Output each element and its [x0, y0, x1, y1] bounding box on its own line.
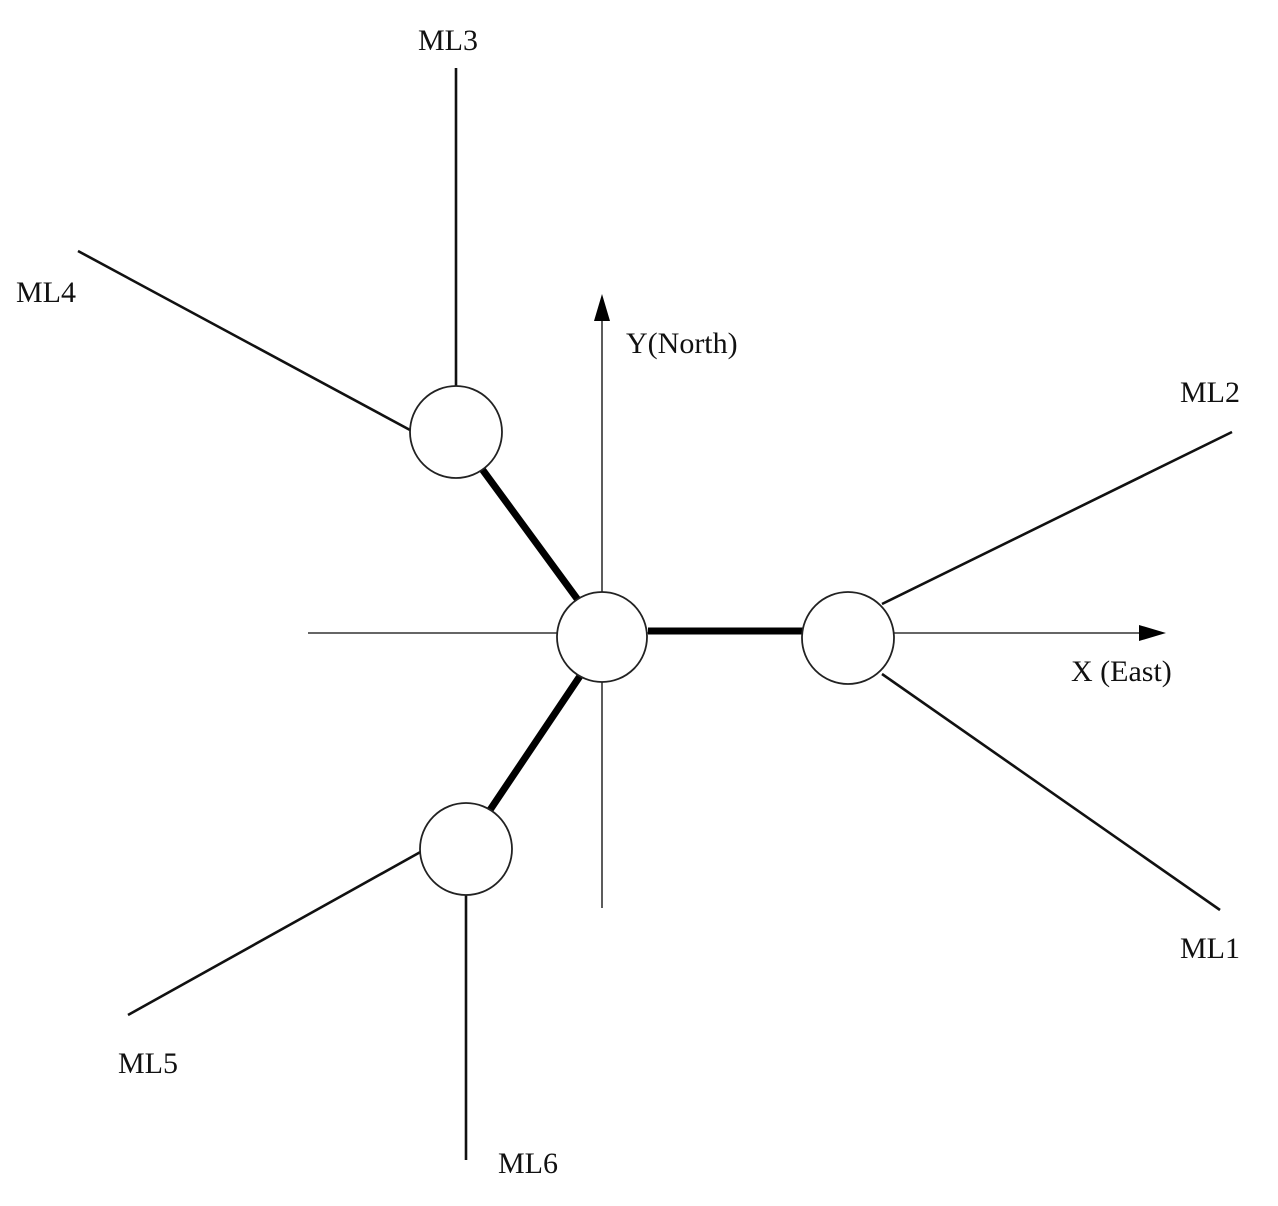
label-ml5: ML5: [118, 1047, 178, 1080]
label-ml4: ML4: [16, 276, 76, 309]
center-node: [556, 591, 648, 683]
southwest-node: [419, 802, 513, 896]
label-ml6: ML6: [498, 1147, 558, 1180]
mooring-lines: [77, 68, 1233, 1160]
east-node: [801, 591, 895, 685]
labels: X (East) Y(North) ML1 ML2 ML3 ML4 ML5 ML…: [16, 24, 1240, 1180]
hawser-center-southwest: [487, 674, 583, 812]
hawsers: [479, 466, 804, 812]
nodes: [409, 385, 895, 896]
x-axis-arrow: [1139, 625, 1166, 641]
label-ml2: ML2: [1180, 376, 1240, 409]
label-ml1: ML1: [1180, 932, 1240, 965]
northwest-node: [409, 385, 503, 479]
mooring-line-ml5: [127, 848, 425, 1017]
mooring-line-ml2: [881, 430, 1233, 606]
mooring-line-ml1: [881, 672, 1221, 912]
y-axis-arrow: [594, 294, 610, 321]
mooring-line-ml4: [77, 249, 411, 432]
y-axis-label: Y(North): [626, 327, 738, 360]
x-axis-label: X (East): [1071, 655, 1172, 688]
hawser-center-northwest: [479, 466, 581, 603]
label-ml3: ML3: [418, 24, 478, 57]
